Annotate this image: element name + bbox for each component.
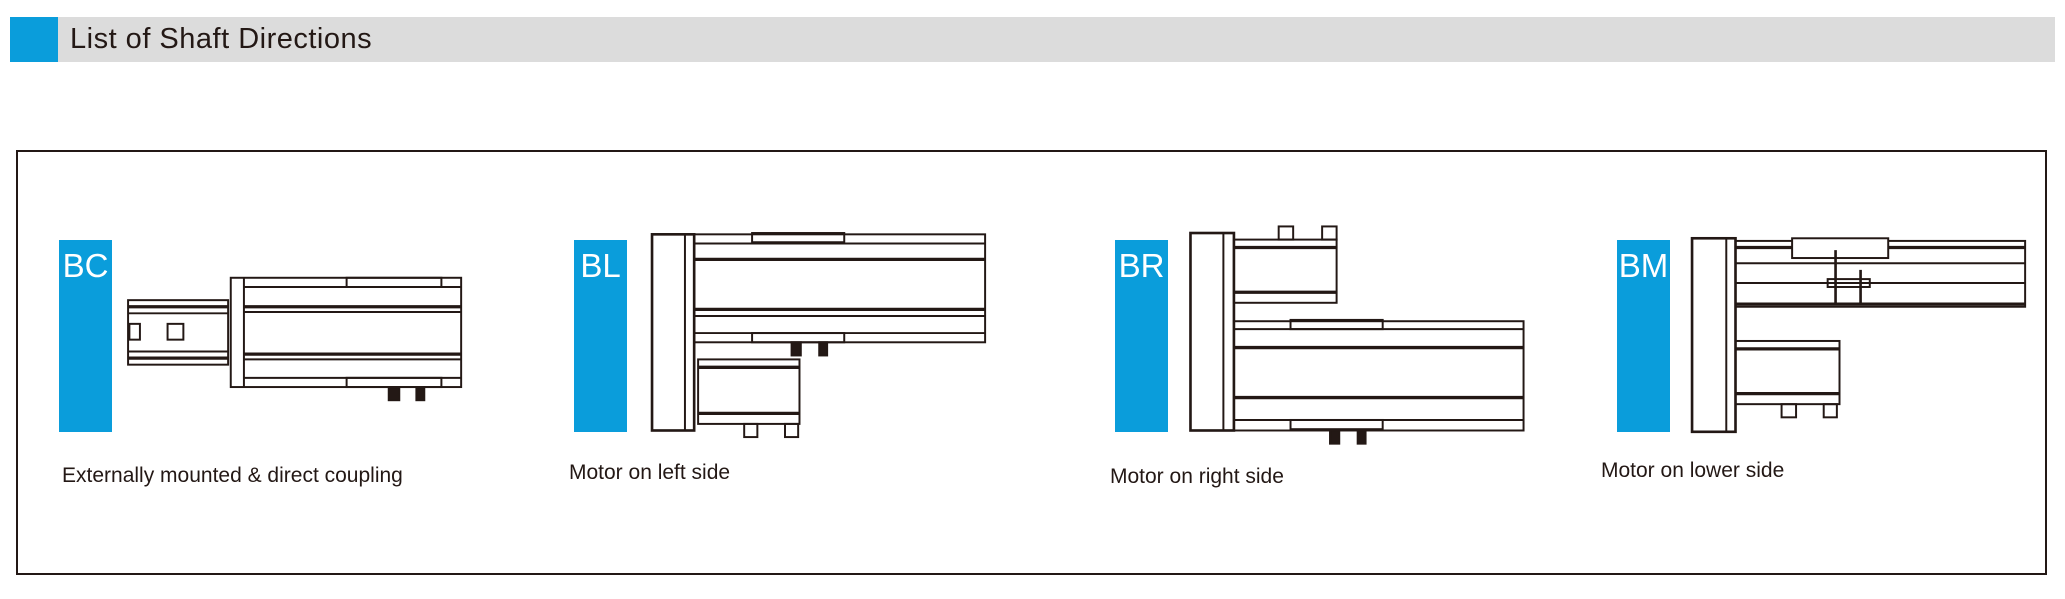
code-badge-br: BR [1115, 240, 1168, 432]
caption-bc: Externally mounted & direct coupling [62, 464, 403, 487]
diagram-bl [650, 232, 987, 439]
diagram-br [1189, 225, 1525, 445]
options-frame [16, 150, 2047, 575]
diagram-bm [1690, 236, 2027, 434]
header-accent-block [10, 17, 58, 62]
page-title: List of Shaft Directions [70, 23, 373, 55]
caption-bm: Motor on lower side [1601, 459, 1785, 482]
code-badge-bl: BL [574, 240, 627, 432]
code-badge-bc: BC [59, 240, 112, 432]
section-header: List of Shaft Directions [10, 17, 2055, 62]
diagram-bc [127, 276, 463, 402]
caption-bl: Motor on left side [569, 461, 731, 484]
caption-br: Motor on right side [1110, 465, 1284, 488]
code-badge-bm: BM [1617, 240, 1670, 432]
